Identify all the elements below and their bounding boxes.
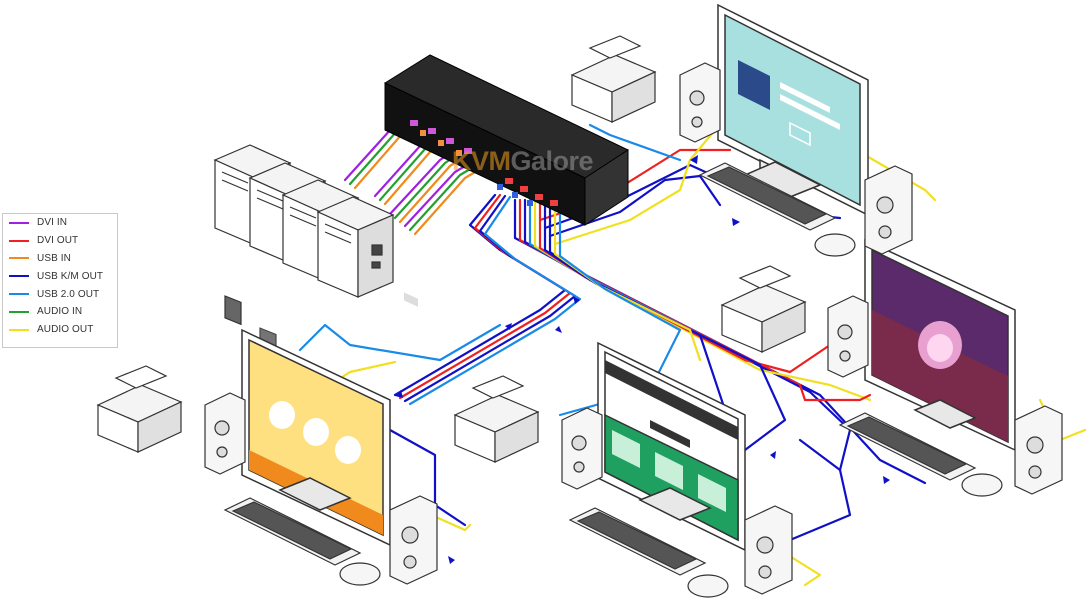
printer-2 (720, 265, 807, 353)
speaker-5 (204, 392, 246, 475)
legend-swatch (9, 293, 29, 296)
printer-4 (453, 375, 540, 463)
keyboard-bottom-left (223, 497, 362, 566)
legend-label: AUDIO OUT (37, 324, 94, 336)
output-cables-right (513, 198, 1087, 587)
speaker-7 (561, 407, 603, 490)
speaker-2 (864, 165, 913, 255)
watermark-part-1: KVM (452, 146, 511, 176)
legend-swatch (9, 328, 29, 331)
speaker-1 (679, 62, 721, 143)
speaker-6 (389, 495, 438, 585)
keyboard-top-right (698, 162, 837, 231)
legend-item: USB IN (9, 250, 117, 268)
legend-swatch (9, 257, 29, 260)
mouse-bottom-center (687, 574, 729, 598)
monitor-mid-right (864, 238, 1016, 452)
legend-item: DVI IN (9, 214, 117, 232)
output-cables-left (298, 193, 582, 532)
printers (96, 35, 807, 463)
switch-display (404, 292, 418, 307)
kvm-switch (383, 54, 630, 307)
legend-item: USB 2.0 OUT (9, 285, 117, 303)
legend-item: USB K/M OUT (9, 267, 117, 285)
legend-label: AUDIO IN (37, 306, 83, 318)
legend-item: DVI OUT (9, 232, 117, 250)
legend-label: USB IN (37, 252, 71, 264)
legend-label: DVI OUT (37, 235, 79, 247)
speaker-3 (827, 295, 869, 378)
legend-label: DVI IN (37, 217, 68, 229)
legend-swatch (9, 310, 29, 313)
keyboard-bottom-center (568, 507, 707, 576)
watermark-part-2: Galore (510, 146, 594, 176)
legend-swatch (9, 275, 29, 278)
pc-towers (213, 144, 395, 358)
mouse-bottom-left (339, 562, 381, 586)
legend-swatch (9, 239, 29, 242)
monitor-bottom-left (241, 328, 391, 547)
keyboards (223, 162, 977, 576)
monitor-top-right-screen (724, 13, 861, 207)
monitor-bottom-center (597, 341, 746, 552)
legend: DVI IN DVI OUT USB IN USB K/M OUT USB 2.… (2, 213, 118, 348)
legend-item: AUDIO IN (9, 303, 117, 321)
mice (339, 233, 1003, 598)
mouse-top-right (814, 233, 856, 257)
legend-label: USB K/M OUT (37, 270, 104, 282)
legend-label: USB 2.0 OUT (37, 288, 100, 300)
speaker-8 (744, 505, 793, 595)
printer-3 (96, 365, 183, 453)
printer-1 (570, 35, 657, 123)
flow-arrows (395, 155, 890, 564)
speaker-4 (1014, 405, 1063, 495)
legend-swatch (9, 221, 29, 224)
speakers (204, 62, 1063, 595)
watermark-logo: KVMGalore (452, 146, 594, 177)
mouse-mid-right (961, 473, 1003, 497)
legend-item: AUDIO OUT (9, 321, 117, 339)
keyboard-mid-right (838, 412, 977, 481)
pc-tower-4 (316, 196, 395, 298)
switch-ports (410, 120, 472, 154)
